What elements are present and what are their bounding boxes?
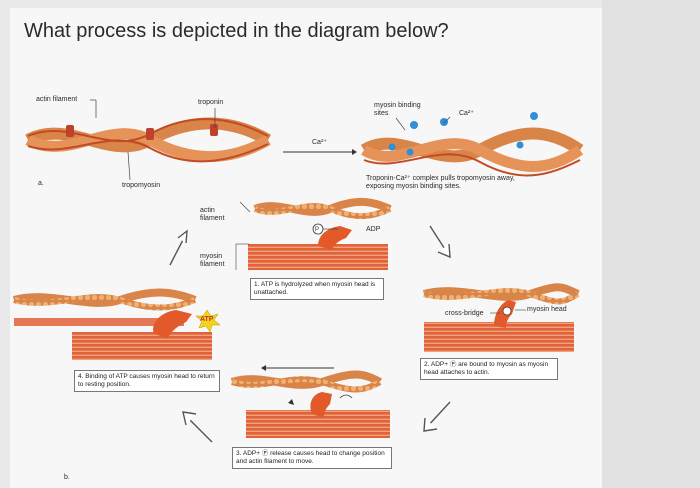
label-actin-filament-mid: actin filament (200, 207, 225, 222)
myosin-head-step1 (318, 226, 352, 250)
calcium-ion-2 (440, 118, 448, 126)
myosin-thick-filament-step4 (72, 332, 212, 360)
step2-filaments (422, 283, 580, 352)
label-myosin-head: myosin head (527, 306, 567, 313)
actin-thin-filament-left (25, 117, 272, 163)
actin-thin-filament-right (360, 112, 584, 177)
label-myosin-filament: myosin filament (200, 253, 225, 268)
myosin-head-step3 (310, 392, 332, 418)
troponin-left-1 (66, 125, 74, 137)
label-atp: ATP (200, 316, 214, 323)
calcium-ion-3 (530, 112, 538, 120)
phosphate-step2 (502, 306, 512, 316)
label-myosin-binding-sites: myosin binding sites (374, 102, 421, 117)
cycle-arrow-down-right (429, 225, 451, 259)
step4-caption: 4. Binding of ATP causes myosin head to … (74, 370, 220, 392)
calcium-ion-1 (410, 121, 418, 129)
cycle-arrow-down-left (423, 401, 451, 432)
binding-site-3 (516, 141, 524, 149)
label-calcium-top: Ca²⁺ (459, 110, 474, 117)
label-part-a: a. (38, 180, 44, 187)
atp-star (195, 309, 221, 333)
label-troponin-caption: Troponin-Ca²⁺ complex pulls tropomyosin … (366, 175, 515, 190)
label-tropomyosin: tropomyosin (122, 182, 161, 189)
right-margin (602, 0, 700, 488)
step2-caption: 2. ADP+ Ⓟ are bound to myosin as myosin … (420, 358, 558, 380)
myosin-head-step4 (153, 310, 192, 338)
label-troponin: troponin (198, 99, 224, 106)
cycle-arrow-up-left (169, 229, 188, 266)
step4-filaments (12, 288, 221, 360)
label-phosphate-step1: P (315, 227, 320, 233)
troponin-left-3 (210, 124, 218, 136)
label-cross-bridge: cross-bridge (445, 310, 484, 317)
myosin-thick-filament-step1 (248, 244, 388, 270)
cycle-arrow-up-left-bottom (182, 411, 213, 443)
myosin-thick-filament-step2 (424, 322, 574, 352)
binding-site-2 (406, 148, 414, 156)
label-part-b: b. (64, 474, 70, 481)
label-calcium-arrow: Ca²⁺ (312, 139, 327, 146)
label-adp: ADP (366, 226, 381, 233)
step3-caption: 3. ADP+ Ⓟ release causes head to change … (232, 447, 392, 469)
troponin-left-2 (146, 128, 154, 140)
label-actin-filament-top: actin filament (36, 96, 78, 103)
step1-filaments (235, 197, 392, 270)
binding-site-1 (388, 143, 396, 151)
step3-filaments (230, 365, 390, 438)
step1-caption: 1. ATP is hydrolyzed when myosin head is… (250, 278, 384, 300)
question-heading: What process is depicted in the diagram … (24, 20, 449, 42)
